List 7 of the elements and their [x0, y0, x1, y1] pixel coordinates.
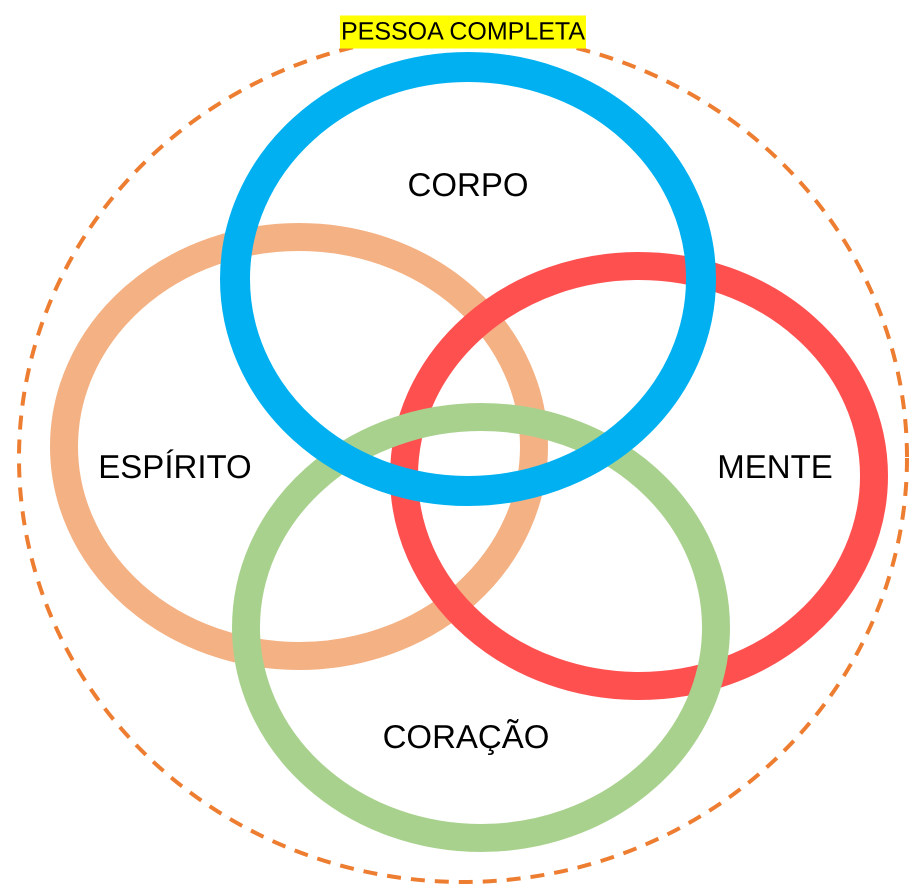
- ring-label: ESPÍRITO: [98, 448, 252, 486]
- ring: [50, 223, 548, 670]
- title-label: PESSOA COMPLETA: [340, 16, 586, 48]
- ring-label: CORAÇÃO: [382, 718, 550, 756]
- ring-label: MENTE: [717, 448, 833, 486]
- ring: [390, 252, 888, 700]
- ring-label: CORPO: [408, 166, 528, 204]
